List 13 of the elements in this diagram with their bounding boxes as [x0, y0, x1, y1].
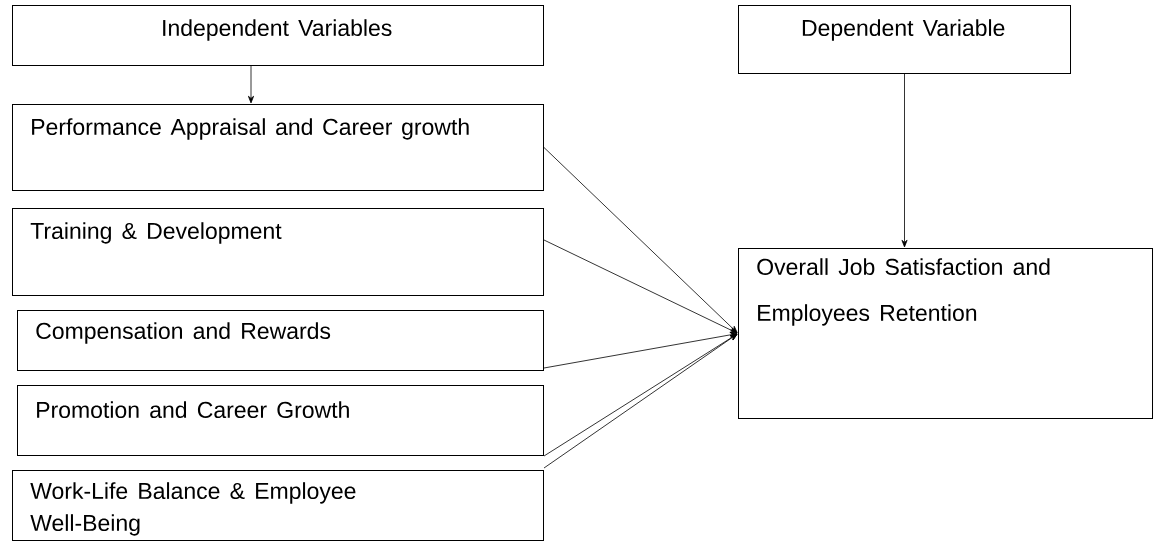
- variable-box: Performance Appraisal and Career growth: [12, 104, 544, 191]
- arrow: [901, 73, 908, 248]
- variable-box: Dependent Variable: [738, 5, 1071, 74]
- arrow: [543, 331, 738, 369]
- variable-box: Overall Job Satisfaction and Employees Retention: [738, 248, 1153, 419]
- variable-box: Training & Development: [12, 208, 544, 296]
- arrow: [248, 65, 254, 104]
- arrow: [543, 147, 738, 334]
- variable-box: Promotion and Career Growth: [17, 385, 544, 456]
- variable-box: Compensation and Rewards: [17, 310, 544, 371]
- variable-box: Work-Life Balance & Employee Well-Being: [12, 470, 544, 541]
- arrow: [543, 239, 738, 334]
- variable-box: Independent Variables: [12, 5, 544, 66]
